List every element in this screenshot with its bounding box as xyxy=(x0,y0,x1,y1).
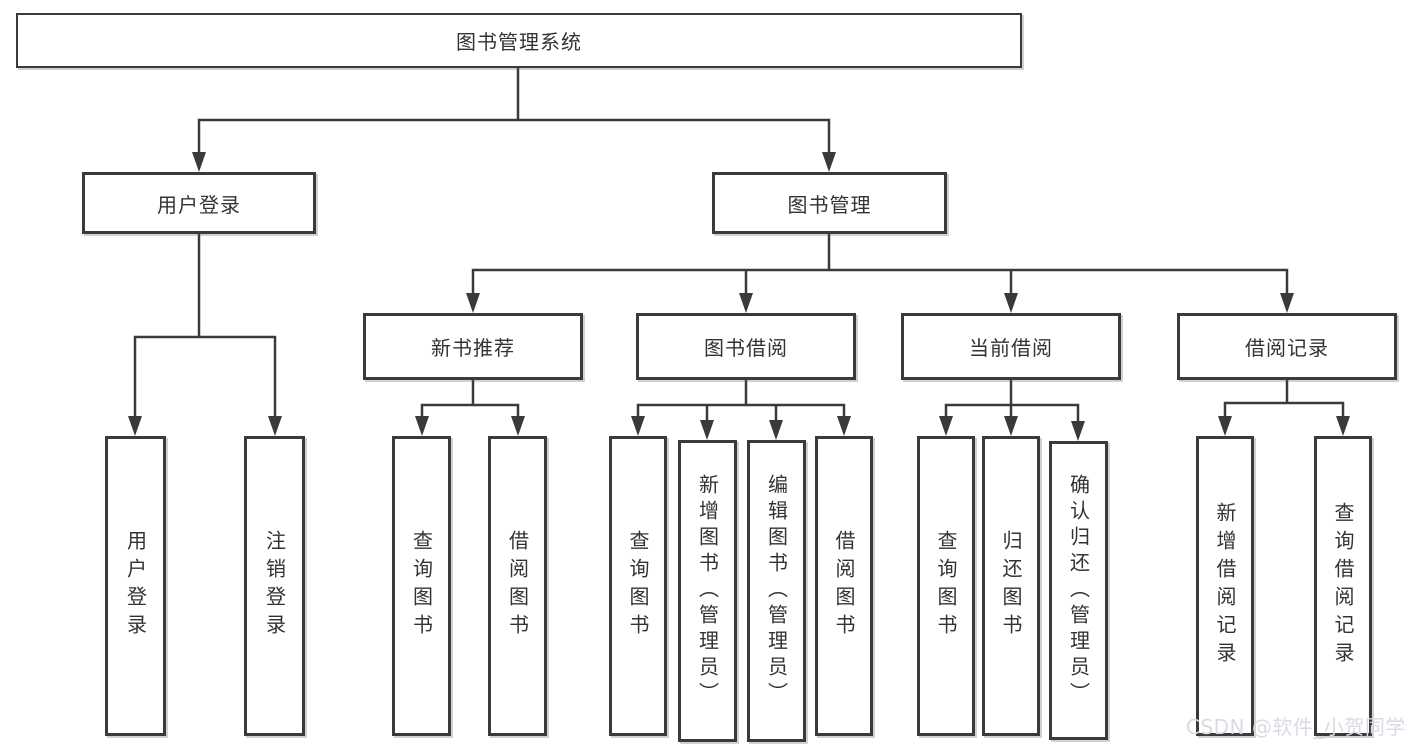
node-book-borrowing: 图书借阅 xyxy=(636,313,856,380)
node-label: 用户登录 xyxy=(123,530,148,642)
node-label: 注销登录 xyxy=(262,530,287,642)
node-current-borrowing: 当前借阅 xyxy=(901,313,1121,380)
leaf-add-books-admin: 新增图书（管理员） xyxy=(678,440,737,742)
node-label: 借阅图书 xyxy=(832,530,856,642)
leaf-query-borrow-record: 查询借阅记录 xyxy=(1314,436,1372,736)
node-label: 确认归还（管理员） xyxy=(1066,473,1091,708)
node-label: 借阅记录 xyxy=(1245,336,1329,360)
node-label: 查询借阅记录 xyxy=(1331,502,1355,670)
node-label: 查询图书 xyxy=(934,530,958,642)
node-user-login: 用户登录 xyxy=(82,172,316,234)
leaf-confirm-return-admin: 确认归还（管理员） xyxy=(1049,441,1108,740)
node-label: 新书推荐 xyxy=(431,336,515,360)
node-label: 图书借阅 xyxy=(704,336,788,360)
node-label: 借阅图书 xyxy=(505,530,530,642)
node-new-book-recommendation: 新书推荐 xyxy=(363,313,583,380)
arrowhead-icons xyxy=(128,152,1350,441)
leaf-edit-books-admin: 编辑图书（管理员） xyxy=(747,440,806,742)
csdn-watermark: CSDN @软件_小贺同学 xyxy=(1186,715,1405,739)
leaf-borrow-books-1: 借阅图书 xyxy=(488,436,547,736)
leaf-query-books-1: 查询图书 xyxy=(392,436,451,736)
leaf-return-books: 归还图书 xyxy=(982,436,1040,736)
leaf-borrow-books-2: 借阅图书 xyxy=(815,436,873,736)
node-label: 图书管理 xyxy=(787,192,872,217)
node-book-management: 图书管理 xyxy=(712,172,947,234)
leaf-user-login: 用户登录 xyxy=(105,436,166,736)
node-library-management-system: 图书管理系统 xyxy=(16,13,1022,68)
node-label: 当前借阅 xyxy=(969,336,1053,360)
node-label: 新增借阅记录 xyxy=(1213,502,1237,670)
node-label: 归还图书 xyxy=(999,530,1023,642)
node-label: 编辑图书（管理员） xyxy=(764,474,789,708)
node-borrowing-records: 借阅记录 xyxy=(1177,313,1397,380)
leaf-add-borrow-record: 新增借阅记录 xyxy=(1196,436,1254,736)
node-label: 新增图书（管理员） xyxy=(695,474,720,708)
node-label: 图书管理系统 xyxy=(456,30,582,54)
leaf-query-books-2: 查询图书 xyxy=(609,436,667,736)
node-label: 查询图书 xyxy=(409,530,434,642)
leaf-logout: 注销登录 xyxy=(244,436,305,736)
node-label: 用户登录 xyxy=(157,192,241,217)
leaf-query-books-3: 查询图书 xyxy=(917,436,975,736)
node-label: 查询图书 xyxy=(626,530,650,642)
